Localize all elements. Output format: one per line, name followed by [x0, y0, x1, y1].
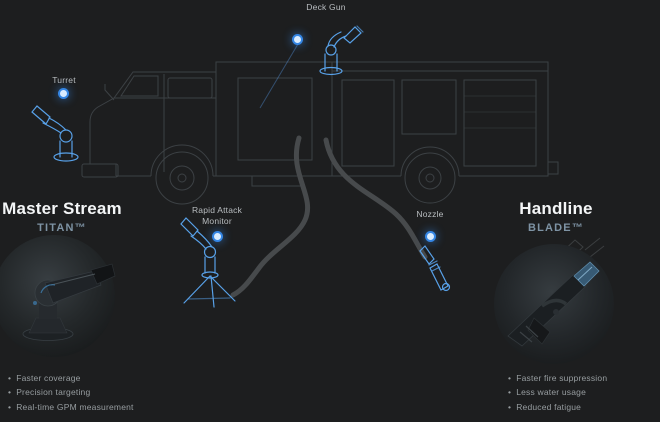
turret-hotspot[interactable] [60, 90, 67, 97]
master-stream-title: Master Stream [2, 199, 122, 218]
turret-illustration [31, 105, 79, 162]
nozzle-illustration [419, 245, 451, 292]
bullet-item: Faster fire suppression [508, 371, 607, 385]
master-stream-heading: Master Stream TITAN™ [0, 199, 124, 234]
handline-bullets: Faster fire suppression Less water usage… [508, 371, 607, 414]
master-stream-bullets: Faster coverage Precision targeting Real… [8, 371, 134, 414]
deck-gun-hotspot[interactable] [294, 36, 301, 43]
hoses [230, 135, 428, 298]
bullet-item: Precision targeting [8, 385, 134, 399]
blade-nozzle-silhouette [507, 261, 600, 347]
handline-product-photo [494, 244, 614, 364]
deck-gun-label: Deck Gun [306, 2, 346, 12]
handline-title: Handline [519, 199, 593, 218]
bullet-item: Faster coverage [8, 371, 134, 385]
deck-gun-callout-line [259, 43, 299, 109]
hose-to-monitor [230, 135, 311, 298]
rapid-attack-monitor-label: Rapid Attack Monitor [191, 205, 243, 227]
hose-to-nozzle [323, 137, 428, 260]
deck-gun-illustration [319, 25, 364, 76]
bullet-item: Less water usage [508, 385, 607, 399]
master-stream-product-photo [0, 235, 116, 357]
bullet-item: Reduced fatigue [508, 400, 607, 414]
fire-truck-wireframe [81, 61, 559, 205]
titan-monitor-silhouette [22, 263, 116, 341]
nozzle-hotspot[interactable] [427, 233, 434, 240]
handline-heading: Handline BLADE™ [494, 199, 618, 234]
rapid-attack-monitor-illustration [180, 217, 236, 308]
master-stream-subtitle: TITAN™ [37, 222, 87, 234]
nozzle-label: Nozzle [416, 209, 444, 219]
turret-label: Turret [52, 75, 76, 85]
rapid-attack-monitor-hotspot[interactable] [214, 233, 221, 240]
handline-subtitle: BLADE™ [527, 222, 585, 234]
bullet-item: Real-time GPM measurement [8, 400, 134, 414]
